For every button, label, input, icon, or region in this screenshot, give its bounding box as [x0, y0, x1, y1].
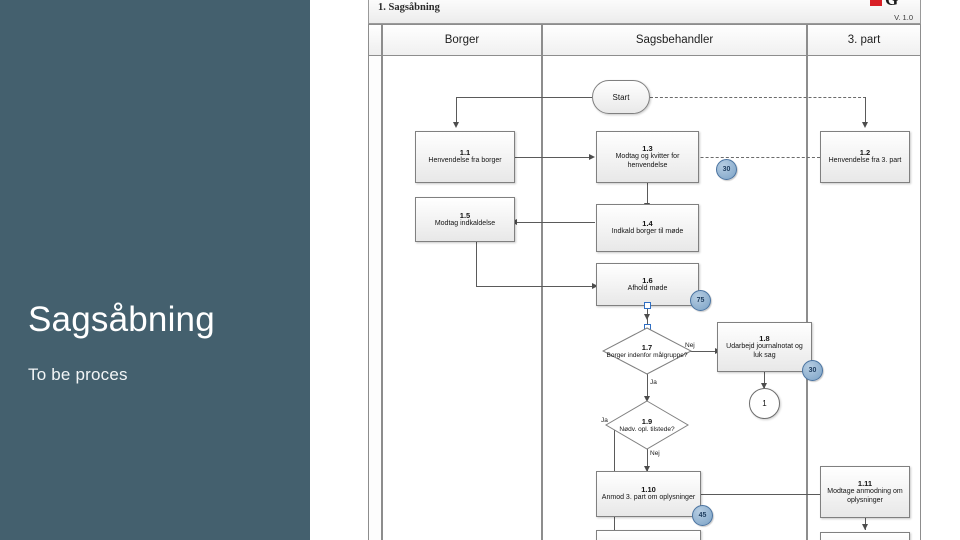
- company-logo-icon: G: [870, 0, 912, 13]
- node-1-5[interactable]: 1.5 Modtag indkaldelse: [415, 197, 515, 242]
- node-1-4-id: 1.4: [642, 219, 653, 229]
- node-1-10-id: 1.10: [641, 485, 656, 495]
- node-1-11-label: Modtage anmodning om oplysninger: [827, 488, 903, 504]
- diagram-title: 1. Sagsåbning: [378, 2, 440, 13]
- badge-1-10: 45: [692, 505, 713, 526]
- node-partial-bottom-right[interactable]: [820, 532, 910, 540]
- diamond-icon: [605, 400, 689, 450]
- page-subtitle: To be proces: [28, 365, 128, 384]
- version-label: V. 1.0: [894, 13, 913, 22]
- badge-1-8: 30: [802, 360, 823, 381]
- diagram-header: 1. Sagsåbning V. 1.0 G: [368, 0, 921, 24]
- node-1-11-id: 1.11: [857, 479, 873, 488]
- node-end-1[interactable]: 1: [749, 388, 780, 419]
- node-1-2[interactable]: 1.2 Henvendelse fra 3. part: [820, 131, 910, 183]
- node-1-6-label: Afhold møde: [627, 284, 668, 292]
- lane-header-sagsbehandler: Sagsbehandler: [542, 24, 807, 56]
- node-1-3[interactable]: 1.3 Modtag og kvitter for henvendelse: [596, 131, 699, 183]
- lane-body-gutter: [368, 56, 382, 540]
- document-area: 1. Sagsåbning V. 1.0 G Borger Sagsbehand…: [310, 0, 960, 540]
- lane-body-borger: [382, 56, 542, 540]
- node-1-5-label: Modtag indkaldelse: [434, 219, 496, 227]
- node-partial-bottom-left[interactable]: [596, 530, 701, 540]
- badge-1-3: 30: [716, 159, 737, 180]
- node-1-10-label: Anmod 3. part om oplysninger: [601, 494, 696, 502]
- node-1-7-decision[interactable]: 1.7 Borger indenfor målgruppe?: [602, 327, 692, 375]
- node-1-3-label: Modtag og kvitter for henvendelse: [615, 153, 680, 169]
- node-1-3-id: 1.3: [642, 144, 653, 153]
- node-1-6-id: 1.6: [642, 275, 653, 285]
- diamond-icon: [602, 327, 692, 375]
- logo-letter: G: [885, 0, 898, 8]
- edge-label-nej-17: Nej: [685, 342, 695, 349]
- title-panel: Sagsåbning To be proces: [0, 0, 310, 540]
- node-start[interactable]: Start: [592, 80, 650, 114]
- node-1-1-id: 1.1: [459, 148, 471, 158]
- node-start-label: Start: [612, 92, 630, 102]
- node-1-4-label: Indkald borger til møde: [611, 228, 684, 236]
- connector-handle-top[interactable]: [644, 302, 651, 309]
- badge-1-6: 75: [690, 290, 711, 311]
- node-1-9-decision[interactable]: 1.9 Nødv. opl. tilstede?: [605, 400, 689, 450]
- node-1-6[interactable]: 1.6 Afhold møde: [596, 263, 699, 306]
- edge-label-ja-19: Ja: [601, 417, 608, 424]
- page-title: Sagsåbning: [28, 300, 215, 339]
- node-1-4[interactable]: 1.4 Indkald borger til møde: [596, 204, 699, 252]
- node-1-8-label: Udarbejd journalnotat og luk sag: [726, 343, 803, 359]
- lane-header-row: Borger Sagsbehandler 3. part: [368, 24, 921, 56]
- node-1-11[interactable]: 1.11 Modtage anmodning om oplysninger: [820, 466, 910, 518]
- node-1-8-id: 1.8: [759, 334, 770, 343]
- node-1-1[interactable]: 1.1 Henvendelse fra borger: [415, 131, 515, 183]
- node-1-1-label: Henvendelse fra borger: [428, 157, 502, 165]
- swimlane-diagram: 1. Sagsåbning V. 1.0 G Borger Sagsbehand…: [368, 0, 921, 540]
- lane-header-3part: 3. part: [807, 24, 921, 56]
- lane-header-borger: Borger: [382, 24, 542, 56]
- node-1-5-id: 1.5: [459, 210, 471, 220]
- edge-label-ja-17: Ja: [650, 379, 657, 386]
- node-1-2-label: Henvendelse fra 3. part: [828, 157, 902, 165]
- node-1-2-id: 1.2: [859, 148, 871, 158]
- node-1-8[interactable]: 1.8 Udarbejd journalnotat og luk sag: [717, 322, 812, 372]
- edge-label-nej-19: Nej: [650, 450, 660, 457]
- node-1-10[interactable]: 1.10 Anmod 3. part om oplysninger: [596, 471, 701, 517]
- lane-gutter: [368, 24, 382, 56]
- node-end-1-label: 1: [762, 399, 767, 408]
